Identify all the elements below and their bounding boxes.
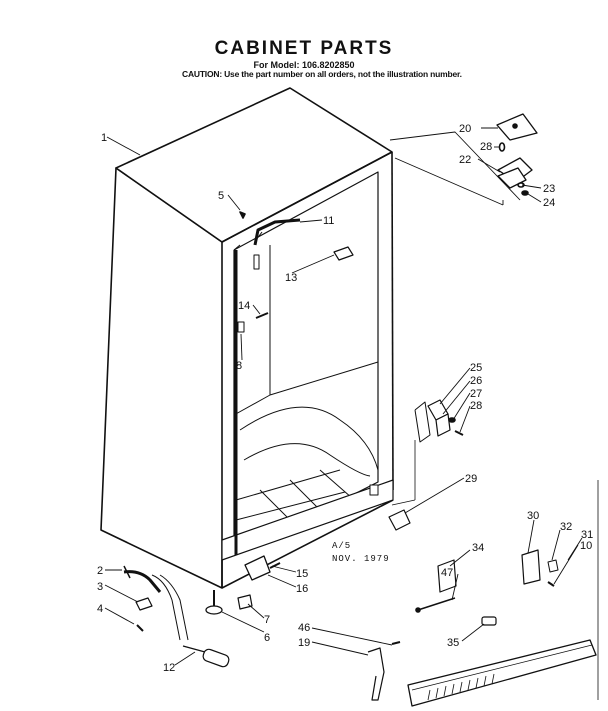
- callout: 19: [298, 637, 310, 649]
- callout: 26: [470, 375, 482, 387]
- cabinet-shell: [100, 87, 394, 589]
- model-number: For Model: 106.8202850: [253, 60, 355, 70]
- callout: 10: [580, 540, 592, 552]
- grille: [407, 639, 597, 707]
- callout: 2: [97, 565, 103, 577]
- callout: 20: [459, 123, 471, 135]
- callout: 3: [97, 581, 103, 593]
- callout: 28: [470, 400, 482, 412]
- callout: 29: [465, 473, 477, 485]
- callout: 12: [163, 662, 175, 674]
- callout: 30: [527, 510, 539, 522]
- callout: 35: [447, 637, 459, 649]
- callout: 7: [264, 614, 270, 626]
- stamp-line-2: NOV. 1979: [332, 554, 390, 564]
- callout: 8: [236, 360, 242, 372]
- callout: 25: [470, 362, 482, 374]
- callout: 23: [543, 183, 555, 195]
- callout: 11: [323, 215, 334, 227]
- diagram-title: CABINET PARTS: [214, 38, 394, 59]
- callout: 15: [296, 568, 308, 580]
- callout: 22: [459, 154, 471, 166]
- callout: 4: [97, 603, 103, 615]
- callout: 14: [238, 300, 250, 312]
- caution-note: CAUTION: Use the part number on all orde…: [182, 69, 462, 79]
- callout: 1: [101, 132, 107, 144]
- callout: 31: [581, 529, 593, 541]
- callout: 13: [285, 272, 297, 284]
- callout: 6: [264, 632, 270, 644]
- callout-labels: 1 2 3 4 5 6 7 8 10 11 12 13 14 15 16 19 …: [97, 123, 593, 674]
- stamp-line-1: A/5: [332, 541, 352, 551]
- callout: 16: [296, 583, 308, 595]
- callout: 28: [480, 141, 492, 153]
- callout: 34: [472, 542, 484, 554]
- callout: 46: [298, 622, 310, 634]
- callout: 24: [543, 197, 555, 209]
- callout: 27: [470, 388, 482, 400]
- callout: 47: [441, 567, 453, 579]
- callout: 32: [560, 521, 572, 533]
- callout: 5: [218, 190, 224, 202]
